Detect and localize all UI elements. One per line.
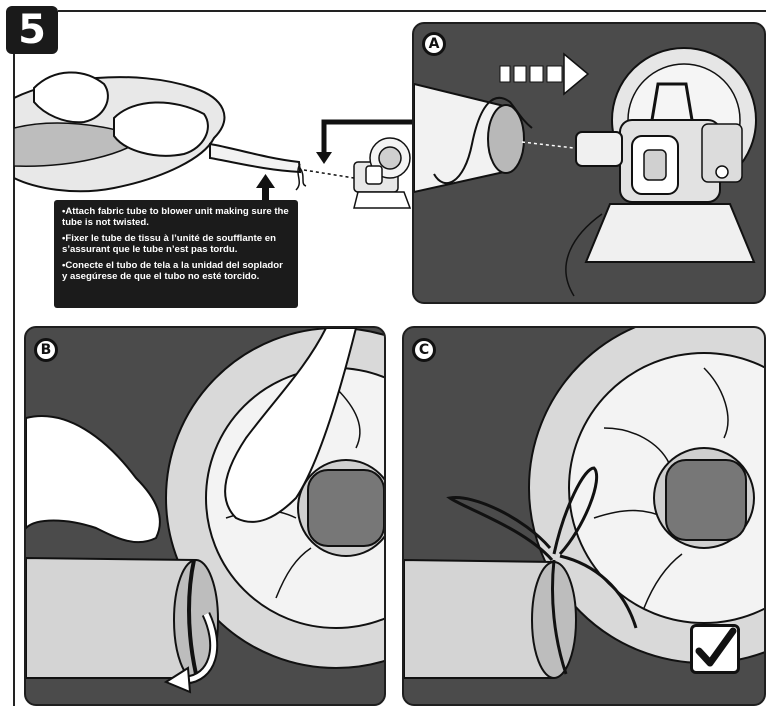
overview-illustration: [14, 71, 412, 209]
checkmark-box: [690, 624, 740, 674]
panel-b-label: B: [34, 338, 58, 362]
curved-arrow-icon: [163, 666, 192, 694]
checkmark-icon: [695, 627, 737, 667]
panel-a-label: A: [422, 32, 446, 56]
panel-c: C: [402, 326, 766, 706]
arrow-right-icon: [563, 52, 590, 96]
top-rule: [58, 10, 766, 12]
panel-b-illustration: [26, 328, 384, 694]
panel-a-illustration: [414, 47, 757, 297]
left-rule: [13, 54, 15, 706]
panel-b: B: [24, 326, 386, 706]
instruction-caption: Attach fabric tube to blower unit making…: [54, 200, 298, 308]
step-number-badge: 5: [6, 6, 58, 54]
panel-c-label: C: [412, 338, 436, 362]
caption-french: Fixer le tube de tissu à l’unité de souf…: [62, 233, 290, 255]
panel-c-illustration: [404, 328, 764, 679]
caption-spanish: Conecte el tubo de tela a la unidad del …: [62, 260, 290, 282]
panel-a: A: [412, 22, 766, 304]
caption-english: Attach fabric tube to blower unit making…: [62, 206, 290, 228]
